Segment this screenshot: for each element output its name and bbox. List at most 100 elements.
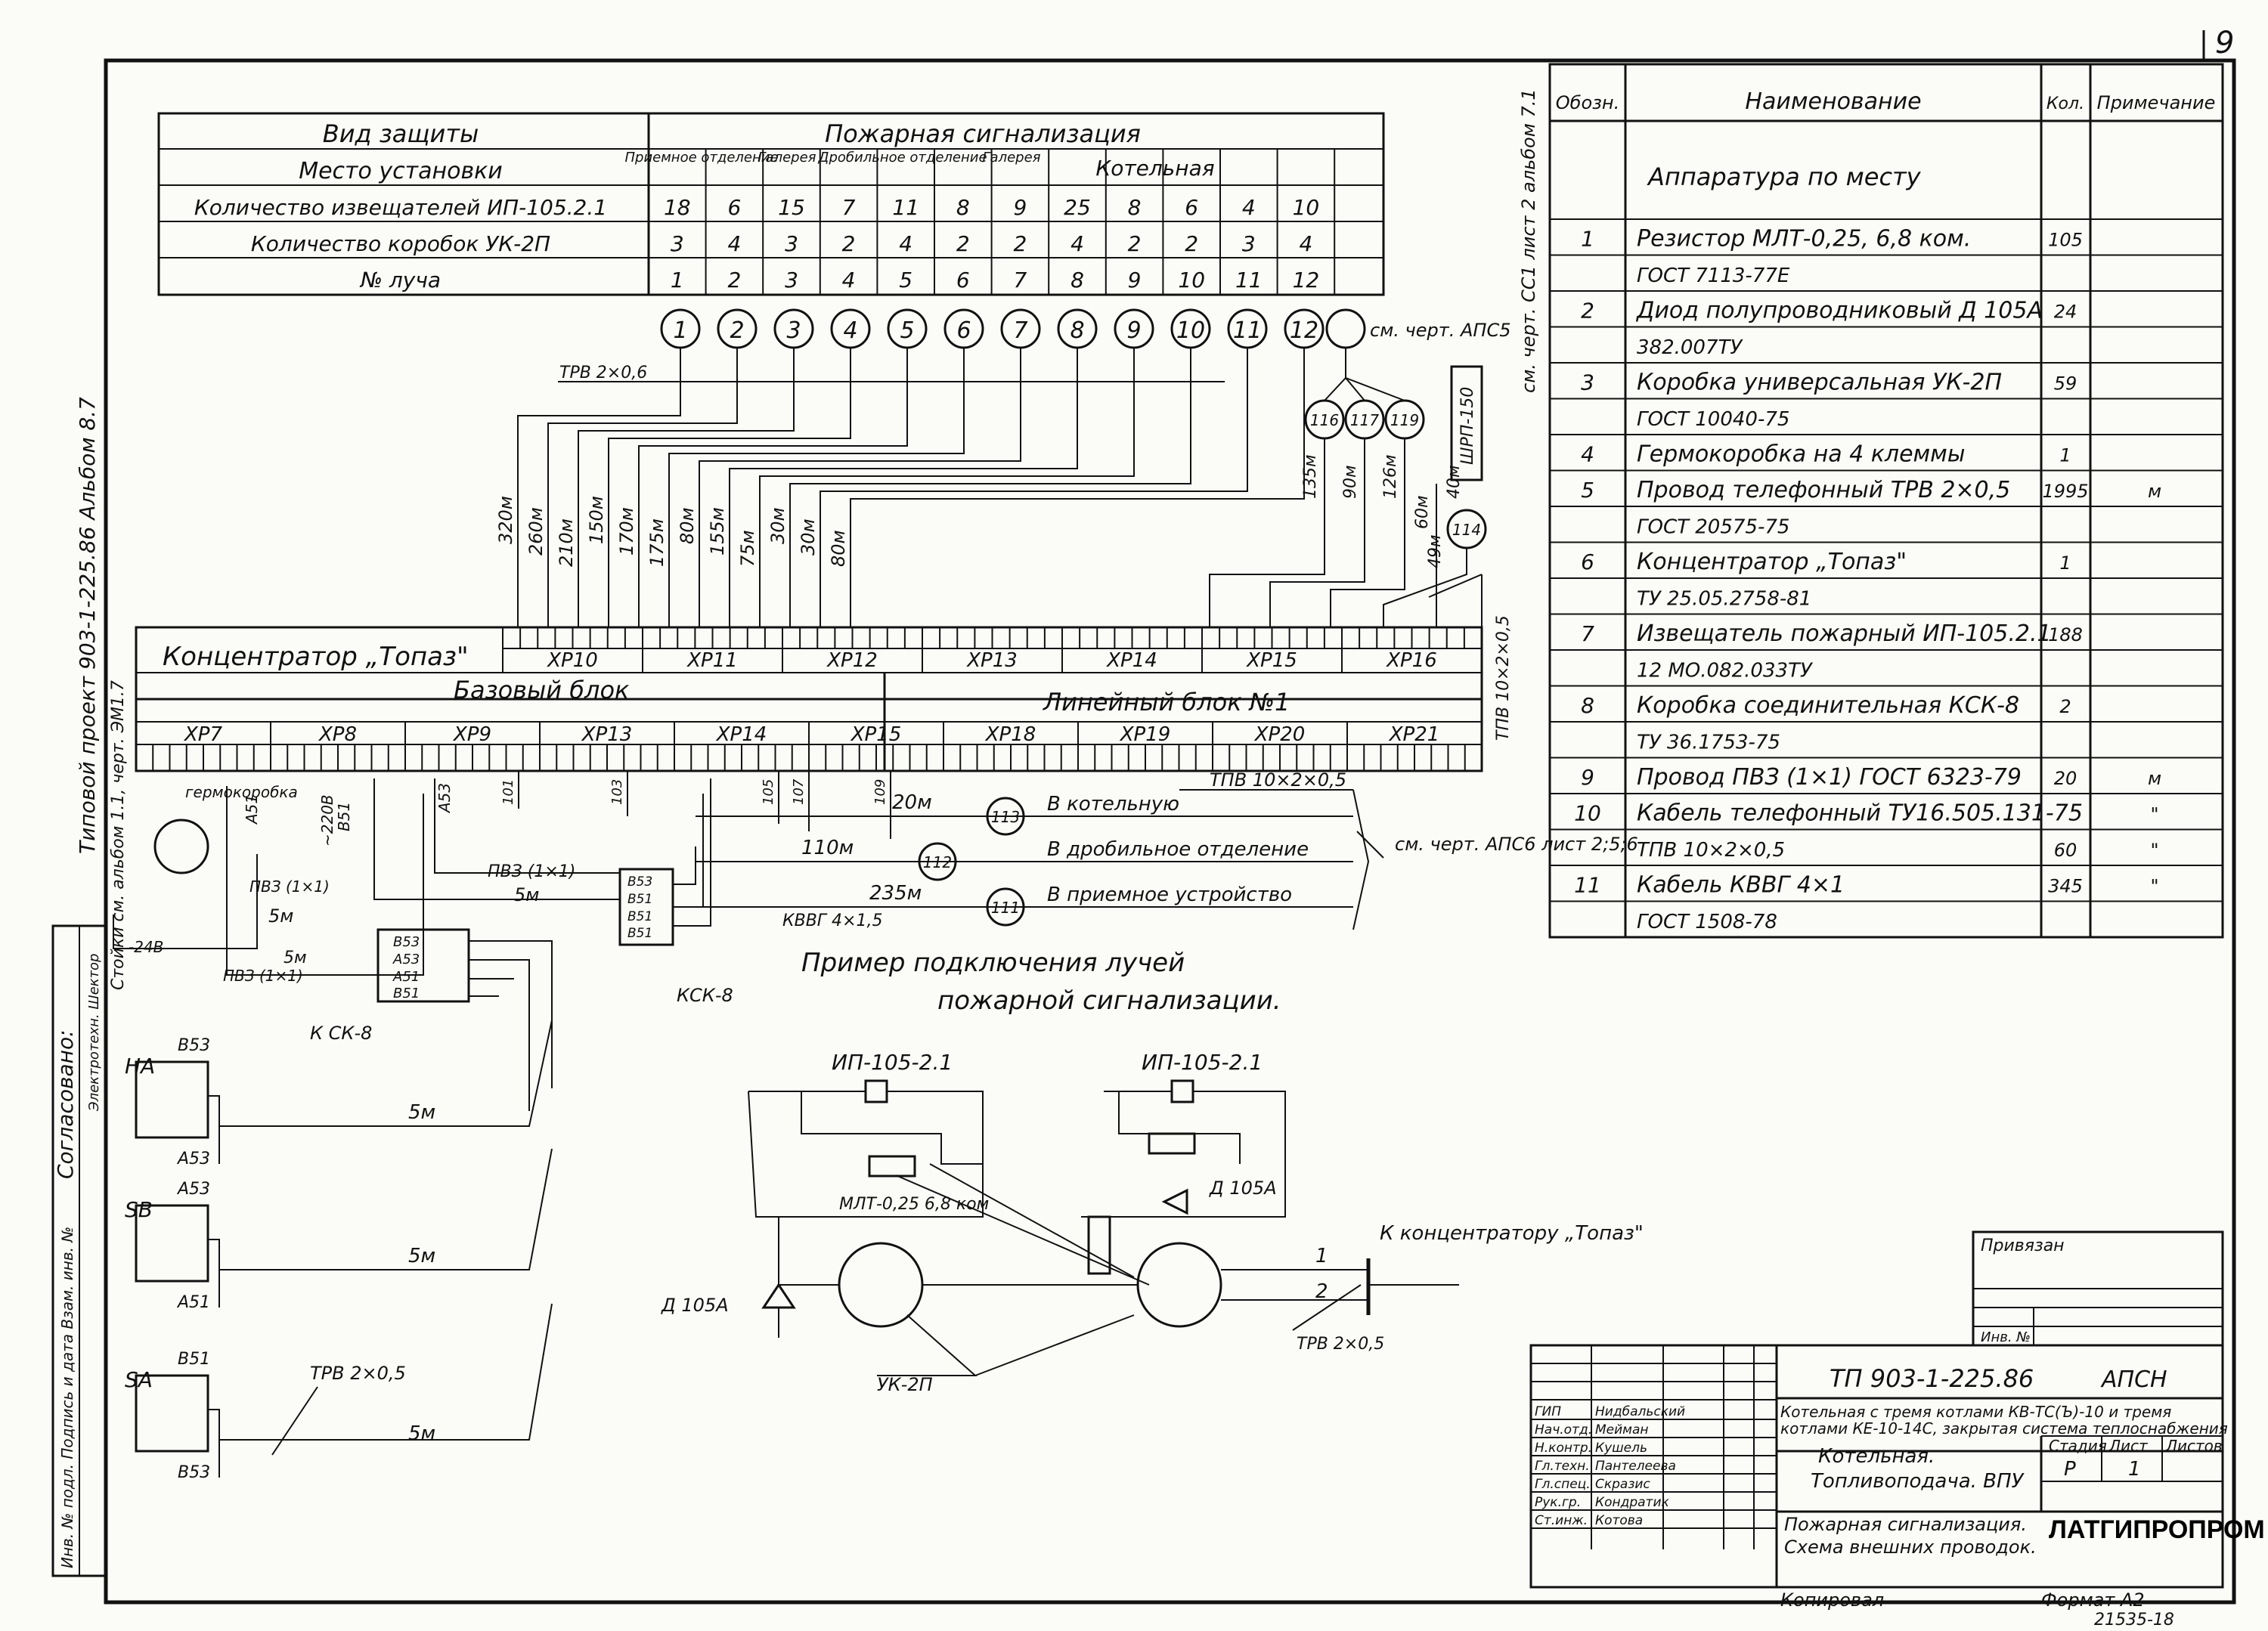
device-length: 5м xyxy=(408,1245,435,1267)
privyazan-label: Привязан xyxy=(1981,1236,2065,1255)
copied-label: Копировал xyxy=(1780,1589,1884,1611)
wire-v220-label: ~220В xyxy=(318,794,336,846)
sig-name: Мейман xyxy=(1595,1422,1649,1438)
sk8-b53: В53 xyxy=(393,934,420,950)
ray-run xyxy=(547,348,738,627)
top-connector-label: ХР16 xyxy=(1385,649,1437,672)
route-length: 110м xyxy=(801,837,854,859)
resistor-right xyxy=(1148,1132,1196,1155)
detail-diagram: ИП-105-2.1 ИП-105-2.1 МЛТ-0,25 6,8 ком Д… xyxy=(661,1050,1644,1395)
aux-run xyxy=(1209,438,1467,627)
protection-table-border xyxy=(157,112,1385,296)
spec-pos: 6 xyxy=(1581,549,1594,574)
sheet-code: АПСН xyxy=(2100,1366,2167,1393)
ray-length-label: 150м xyxy=(586,496,607,544)
ray-number-cell: 12 xyxy=(1293,268,1320,292)
wiring-area: гермокоробка А51 ~220В В51 А53 ПВЗ (1×1)… xyxy=(113,769,1638,1482)
spec-qty: 20 xyxy=(2054,768,2077,789)
ray-length-label: 75м xyxy=(737,530,758,567)
ray-number-cell: 1 xyxy=(671,268,684,292)
sig-role: Нач.отд. xyxy=(1535,1422,1592,1438)
five-m-label: 5м xyxy=(268,905,293,927)
route-circle xyxy=(986,797,1025,836)
ray-run xyxy=(850,348,1305,627)
wire-number: 109 xyxy=(872,779,888,805)
ray-circle-label: 3 xyxy=(786,317,801,344)
spec-pos: 9 xyxy=(1581,765,1594,790)
ray-label: № луча xyxy=(359,268,441,292)
top-connector-label: ХР15 xyxy=(1245,649,1297,672)
sheet-label: Лист xyxy=(2108,1437,2149,1455)
spec-header-4: Примечание xyxy=(2097,92,2216,113)
sig-name: Пантелеева xyxy=(1595,1459,1676,1474)
spec-note: " xyxy=(2150,804,2158,825)
detector-count-cell: 6 xyxy=(727,195,741,220)
sig-name: Кондратик xyxy=(1595,1495,1669,1510)
stamp-number: 21535-18 xyxy=(2094,1611,2174,1629)
device-code: SA xyxy=(125,1367,153,1392)
tpv-vertical-label: ТПВ 10×2×0,5 xyxy=(1494,615,1513,741)
line-block-label: Линейный блок №1 xyxy=(1043,688,1290,716)
route-length: 20м xyxy=(892,791,932,814)
device-symbol xyxy=(135,1374,209,1453)
device-length: 5м xyxy=(408,1422,435,1445)
ray-circle-label: 7 xyxy=(1013,317,1027,344)
kvvg-label: КВВГ 4×1,5 xyxy=(782,911,882,930)
sig-role: Гл.техн. xyxy=(1535,1459,1590,1474)
device-code: НА xyxy=(125,1054,155,1079)
spec-qty: 1 xyxy=(2059,445,2071,466)
box-count-cell: 2 xyxy=(956,231,970,256)
aux-circle-label: 117 xyxy=(1350,411,1379,429)
ksk8-label: КСК-8 xyxy=(677,985,733,1006)
detector-count-cell: 25 xyxy=(1064,195,1091,220)
box-count-cell: 4 xyxy=(899,231,912,256)
see-drawing-leader xyxy=(1356,831,1384,859)
ray-runs: 1320м2260м3210м4150м5170м6175м780м8155м9… xyxy=(495,308,1487,627)
ray-number-cell: 4 xyxy=(842,268,856,292)
terminal-2: 2 xyxy=(1315,1280,1328,1303)
spec-pos: 11 xyxy=(1574,873,1601,898)
wire-number: 107 xyxy=(791,778,807,805)
device-cable-leader xyxy=(271,1386,318,1456)
pvz-label-2: ПВЗ (1×1) xyxy=(488,862,575,881)
box-count-cell: 2 xyxy=(842,231,856,256)
ray-circle-label: 9 xyxy=(1126,317,1141,344)
top-connector-label: ХР11 xyxy=(686,649,738,672)
ray-run xyxy=(578,348,795,627)
bottom-connector-label: ХР8 xyxy=(318,723,357,746)
sk8-b51: В51 xyxy=(393,986,420,1001)
ray-run xyxy=(668,348,965,627)
ray-number-cell: 10 xyxy=(1178,268,1205,292)
detector-count-cell: 8 xyxy=(1128,195,1142,220)
detector-count-label: Количество извещателей ИП-105.2.1 xyxy=(194,195,607,220)
spec-note: м xyxy=(2148,481,2161,502)
detector-count-cell: 4 xyxy=(1242,195,1256,220)
location-group-1: Приемное отделение xyxy=(624,150,778,166)
box-count-cell: 3 xyxy=(671,231,684,256)
bottom-connector-label: ХР14 xyxy=(715,723,767,746)
cable-leader xyxy=(1292,1284,1362,1331)
pt-column-lines xyxy=(705,149,1336,295)
diode-right-label: Д 105А xyxy=(1209,1178,1277,1199)
spec-qty: 24 xyxy=(2054,302,2077,323)
spec-qty: 1 xyxy=(2059,552,2071,574)
spec-pos: 10 xyxy=(1574,801,1601,826)
ray-circle-label: 5 xyxy=(900,317,914,344)
ray-run xyxy=(789,348,1191,627)
spec-note: " xyxy=(2150,876,2158,897)
spec-qty: 60 xyxy=(2054,840,2077,861)
resistor-vertical xyxy=(1087,1215,1111,1275)
route-text: В котельную xyxy=(1047,793,1179,816)
ray-number-cell: 9 xyxy=(1128,268,1142,292)
top-connector-label: ХР14 xyxy=(1105,649,1157,672)
detector-count-cell: 18 xyxy=(664,195,691,220)
shrp-box xyxy=(1450,365,1483,481)
route-circle-label: 113 xyxy=(991,808,1020,826)
spec-name: Концентратор „Топаз" xyxy=(1637,549,1907,575)
sig-role: Рук.гр. xyxy=(1535,1495,1581,1510)
spec-note: " xyxy=(2150,840,2158,861)
